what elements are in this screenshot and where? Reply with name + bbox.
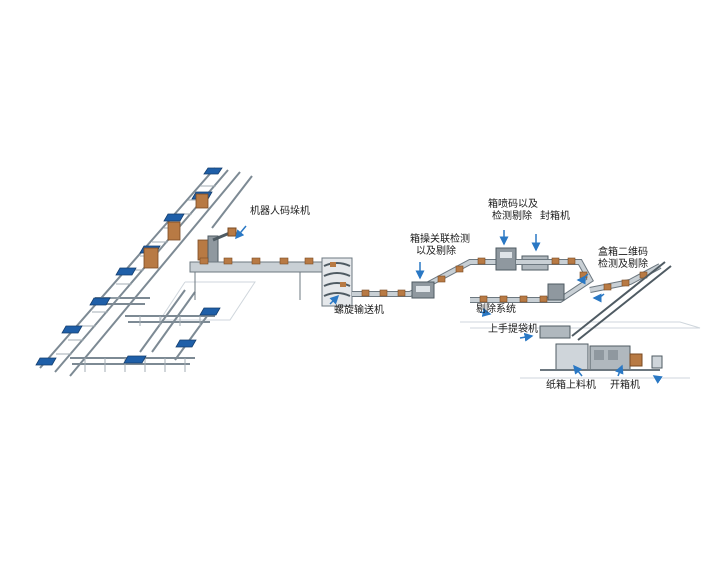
descending-chute: [571, 261, 672, 341]
down-arrow-icon: [615, 364, 624, 377]
curved-arrow-icon: [652, 375, 663, 384]
right-arrow-icon: [479, 308, 492, 317]
pallet: [199, 307, 221, 316]
box-stack: [143, 247, 159, 269]
handle-machine: [539, 325, 571, 339]
label-sealer: 封箱机: [540, 211, 570, 222]
label-palletizer: 机器人码垛机: [250, 206, 310, 217]
label-reject-system: 剔除系统: [476, 304, 516, 315]
label-weigh-check-2: 以及剔除: [416, 246, 456, 257]
pallet: [115, 267, 137, 276]
box-stacks: [143, 193, 217, 269]
label-qr-check-1: 盒箱二维码: [598, 247, 648, 258]
pallet: [35, 357, 57, 366]
down-arrow-icon: [235, 225, 247, 240]
weigh-check-station: [411, 281, 435, 299]
spiral-conveyor: [321, 257, 353, 307]
right-arrow-icon: [519, 332, 534, 342]
label-spiral-conveyor: 螺旋输送机: [334, 305, 384, 316]
label-spray-code-1: 箱喷码以及: [488, 199, 538, 210]
label-unpacker: 开箱机: [610, 380, 640, 391]
conveyor-middle: [352, 257, 500, 297]
box-stack: [195, 193, 209, 209]
sealer-station: [470, 255, 594, 303]
carton-feeder-unpacker: [540, 343, 663, 371]
label-weigh-check-1: 箱操关联检测: [410, 234, 470, 245]
pallet: [61, 325, 83, 334]
pallet: [175, 339, 197, 348]
curved-arrow-icon: [576, 273, 589, 285]
qr-check-line: [547, 263, 662, 301]
palletizer-robot: [207, 227, 237, 265]
box-stack: [167, 221, 181, 241]
blue-pallets: [35, 167, 223, 366]
pallet: [123, 355, 147, 364]
down-arrow-icon: [573, 364, 583, 377]
label-handle-machine: 上手提袋机: [488, 324, 538, 335]
pallet: [203, 167, 223, 175]
annotation-arrows: [235, 225, 663, 384]
conveyor-main: [189, 257, 326, 300]
spray-code-station: [495, 247, 517, 271]
curved-arrow-icon: [592, 293, 605, 303]
pallet: [163, 213, 185, 222]
label-spray-code-2: 检测剔除: [492, 211, 532, 222]
label-carton-feeder: 纸箱上料机: [546, 380, 596, 391]
pallet: [89, 297, 111, 306]
label-qr-check-2: 检测及剔除: [598, 259, 648, 270]
right-arrow-icon: [329, 294, 340, 305]
